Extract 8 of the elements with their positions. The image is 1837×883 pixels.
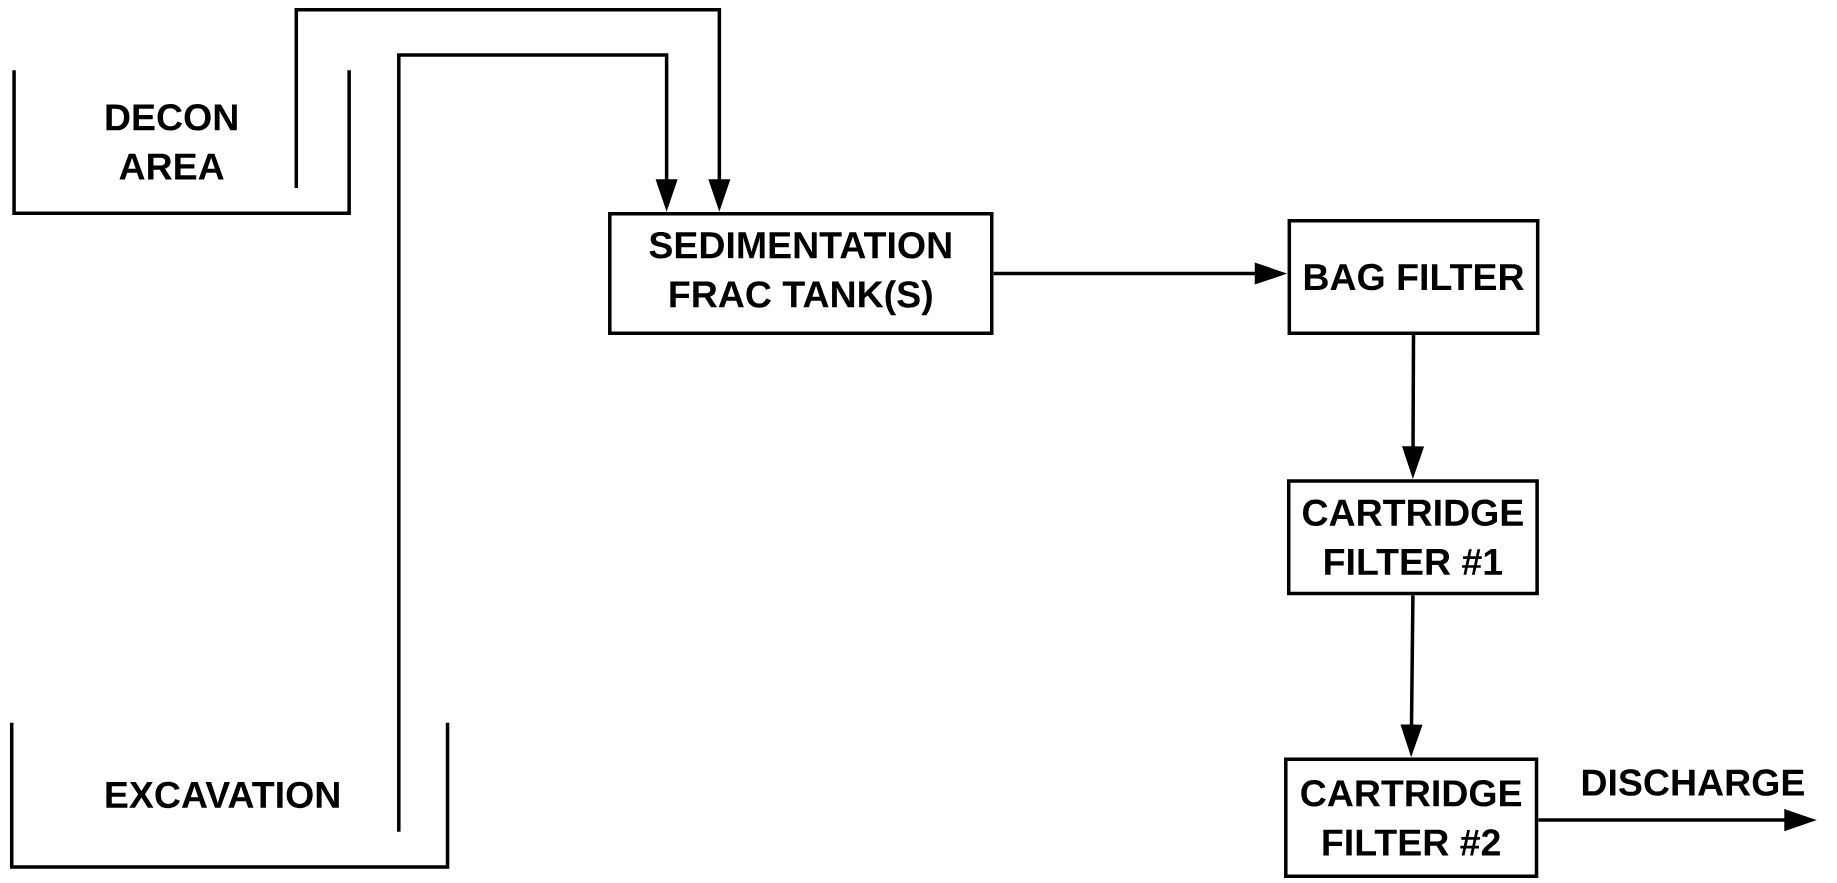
process-box: BAG FILTER [1287,218,1540,335]
tank: EXCAVATION [9,722,450,869]
arrow [397,53,678,832]
process-box: CARTRIDGE FILTER #1 [1286,479,1539,595]
process-box: SEDIMENTATION FRAC TANK(S) [608,211,994,335]
edge-label: DISCHARGE [1578,766,1808,799]
tank: DECON AREA [12,70,351,215]
process-box: CARTRIDGE FILTER #2 [1284,757,1539,878]
